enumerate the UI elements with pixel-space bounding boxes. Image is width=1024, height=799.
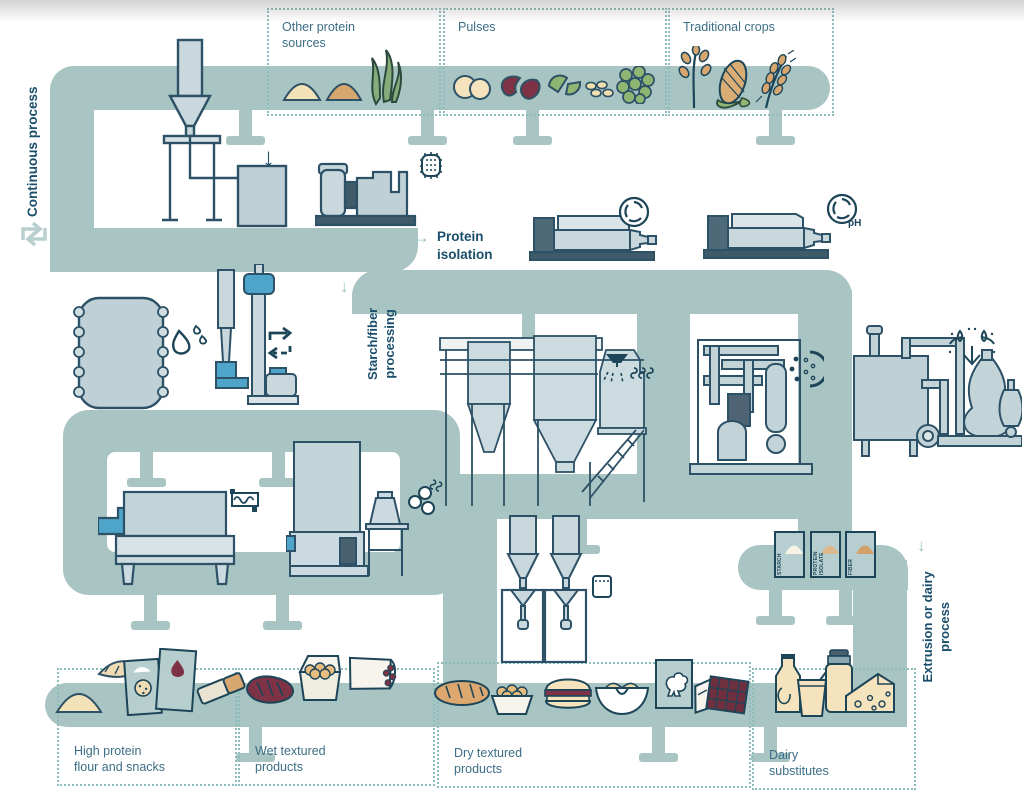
decanter-centrifuge-1 — [529, 215, 657, 261]
seaweed-icon — [371, 49, 403, 106]
belt-mid-vertical — [637, 312, 690, 480]
holding-tank — [73, 296, 169, 410]
belt-row3 — [400, 474, 852, 519]
belt-stand — [751, 727, 790, 762]
protein-isolation-arrow-icon: → — [412, 227, 430, 247]
nugget-box-icon — [298, 655, 342, 701]
membrane-filtration-unit — [689, 339, 813, 475]
belt-stand — [236, 727, 275, 762]
drying-cabinet — [286, 441, 409, 577]
belt-stand — [408, 110, 447, 145]
split-peas-icon — [547, 74, 582, 96]
molecules-heat-icon — [408, 479, 443, 515]
powder-pile-icon — [785, 545, 803, 554]
category-label: Dry textured products — [454, 745, 523, 776]
chicken-package-icon — [655, 659, 693, 709]
powder-pile-icon — [856, 545, 874, 554]
down-arrow-icon: ↓ — [262, 142, 275, 172]
flour-pile-icon — [55, 693, 103, 713]
powder-package-icon — [154, 648, 198, 713]
box-label: STARCH — [777, 553, 783, 575]
dark-powder-icon — [325, 83, 363, 101]
sifter-bag-icon — [592, 575, 612, 598]
light-powder-icon — [282, 83, 322, 101]
burger-icon — [544, 678, 592, 709]
belt-stand — [756, 110, 795, 145]
starch-box: STARCH — [774, 531, 805, 578]
decanter-centrifuge-2 — [703, 213, 831, 259]
milk-bottle-icon — [775, 654, 801, 713]
category-box-pulses: Pulses — [443, 8, 667, 116]
spray-dryer — [439, 335, 647, 506]
centrifuge-rotor-icon — [618, 196, 650, 228]
starch-fiber-label: Starch/fiber processing — [365, 307, 397, 381]
separator-column — [215, 264, 299, 405]
category-label: Traditional crops — [683, 20, 775, 34]
cookie-package-icon — [123, 658, 163, 716]
belt-stand — [131, 595, 170, 630]
belt-row2b — [352, 270, 852, 314]
green-peas-icon — [616, 66, 655, 104]
category-label: Wet textured products — [255, 743, 326, 774]
continuous-process-label: Continuous process — [25, 86, 41, 218]
powder-pile-icon — [821, 545, 839, 554]
wrap-icon — [348, 656, 397, 690]
belt-stand — [513, 110, 552, 145]
recycle-arrows-icon — [267, 326, 293, 360]
chickpeas-icon — [453, 75, 491, 100]
water-drops-icon — [171, 324, 208, 355]
category-box-dry-textured: Dry textured products — [437, 662, 751, 788]
hopper-feeders — [500, 515, 588, 664]
baguette-icon — [434, 680, 490, 706]
kidney-beans-icon — [500, 75, 541, 100]
category-label: Dairy substitutes — [769, 747, 829, 778]
centrifuge-rotor-ph-icon: pH — [826, 193, 861, 229]
belt-stand — [826, 590, 865, 625]
chip-bowl-icon — [594, 682, 650, 716]
belt-right-vertical-1 — [798, 290, 852, 572]
box-label: PROTEIN ISOLATE — [813, 551, 825, 575]
wet-mixer-machine — [162, 38, 288, 228]
spray-nozzle-heat-icon — [602, 354, 654, 384]
extruder-machine — [98, 490, 236, 586]
fiber-box: FIBER — [845, 531, 876, 578]
wheat-ear-icon — [755, 50, 796, 109]
sieve-icon — [420, 152, 442, 179]
belt-row2a — [50, 228, 418, 272]
protein-isolate-box: PROTEIN ISOLATE — [810, 531, 841, 578]
steak-icon — [245, 675, 294, 704]
snack-bar-icon — [196, 672, 246, 705]
grain-sprig-icon — [678, 46, 712, 109]
box-label: FIBER — [848, 559, 854, 575]
fermentation-unit — [853, 325, 1022, 457]
category-box-traditional-crops: Traditional crops — [668, 8, 834, 116]
belt-stand — [263, 595, 302, 630]
category-label: High protein flour and snacks — [74, 743, 166, 774]
belt-stand — [756, 590, 795, 625]
cheese-wedge-icon — [845, 672, 895, 713]
aroma-spray-icon — [948, 327, 996, 366]
chocolate-bar-icon — [694, 675, 750, 715]
nugget-basket-icon — [490, 684, 534, 715]
category-label: Other protein sources — [282, 20, 355, 51]
mill-machine — [315, 162, 417, 227]
belt-stand — [259, 452, 298, 487]
svg-text:pH: pH — [848, 218, 861, 229]
belt-stand — [127, 452, 166, 487]
category-label: Pulses — [458, 20, 496, 34]
protein-isolation-label: Protein isolation — [437, 229, 493, 262]
extruder-screw-icon — [230, 489, 259, 512]
lentils-icon — [585, 80, 614, 98]
category-box-other-protein: Other protein sources — [267, 8, 441, 116]
extrusion-dairy-label: Extrusion or dairy process — [920, 571, 952, 683]
loop-arrows-icon — [21, 221, 47, 247]
corn-cob-icon — [716, 59, 751, 109]
membrane-particles-icon — [789, 350, 824, 388]
yogurt-cup-icon — [796, 672, 828, 717]
starch-fiber-arrow-icon: ↓ — [340, 277, 349, 296]
belt-stand — [226, 110, 265, 145]
extrusion-dairy-arrow-icon: ↓ — [917, 536, 926, 555]
belt-bottom-mid-vertical — [443, 519, 497, 689]
belt-stand — [639, 727, 678, 762]
